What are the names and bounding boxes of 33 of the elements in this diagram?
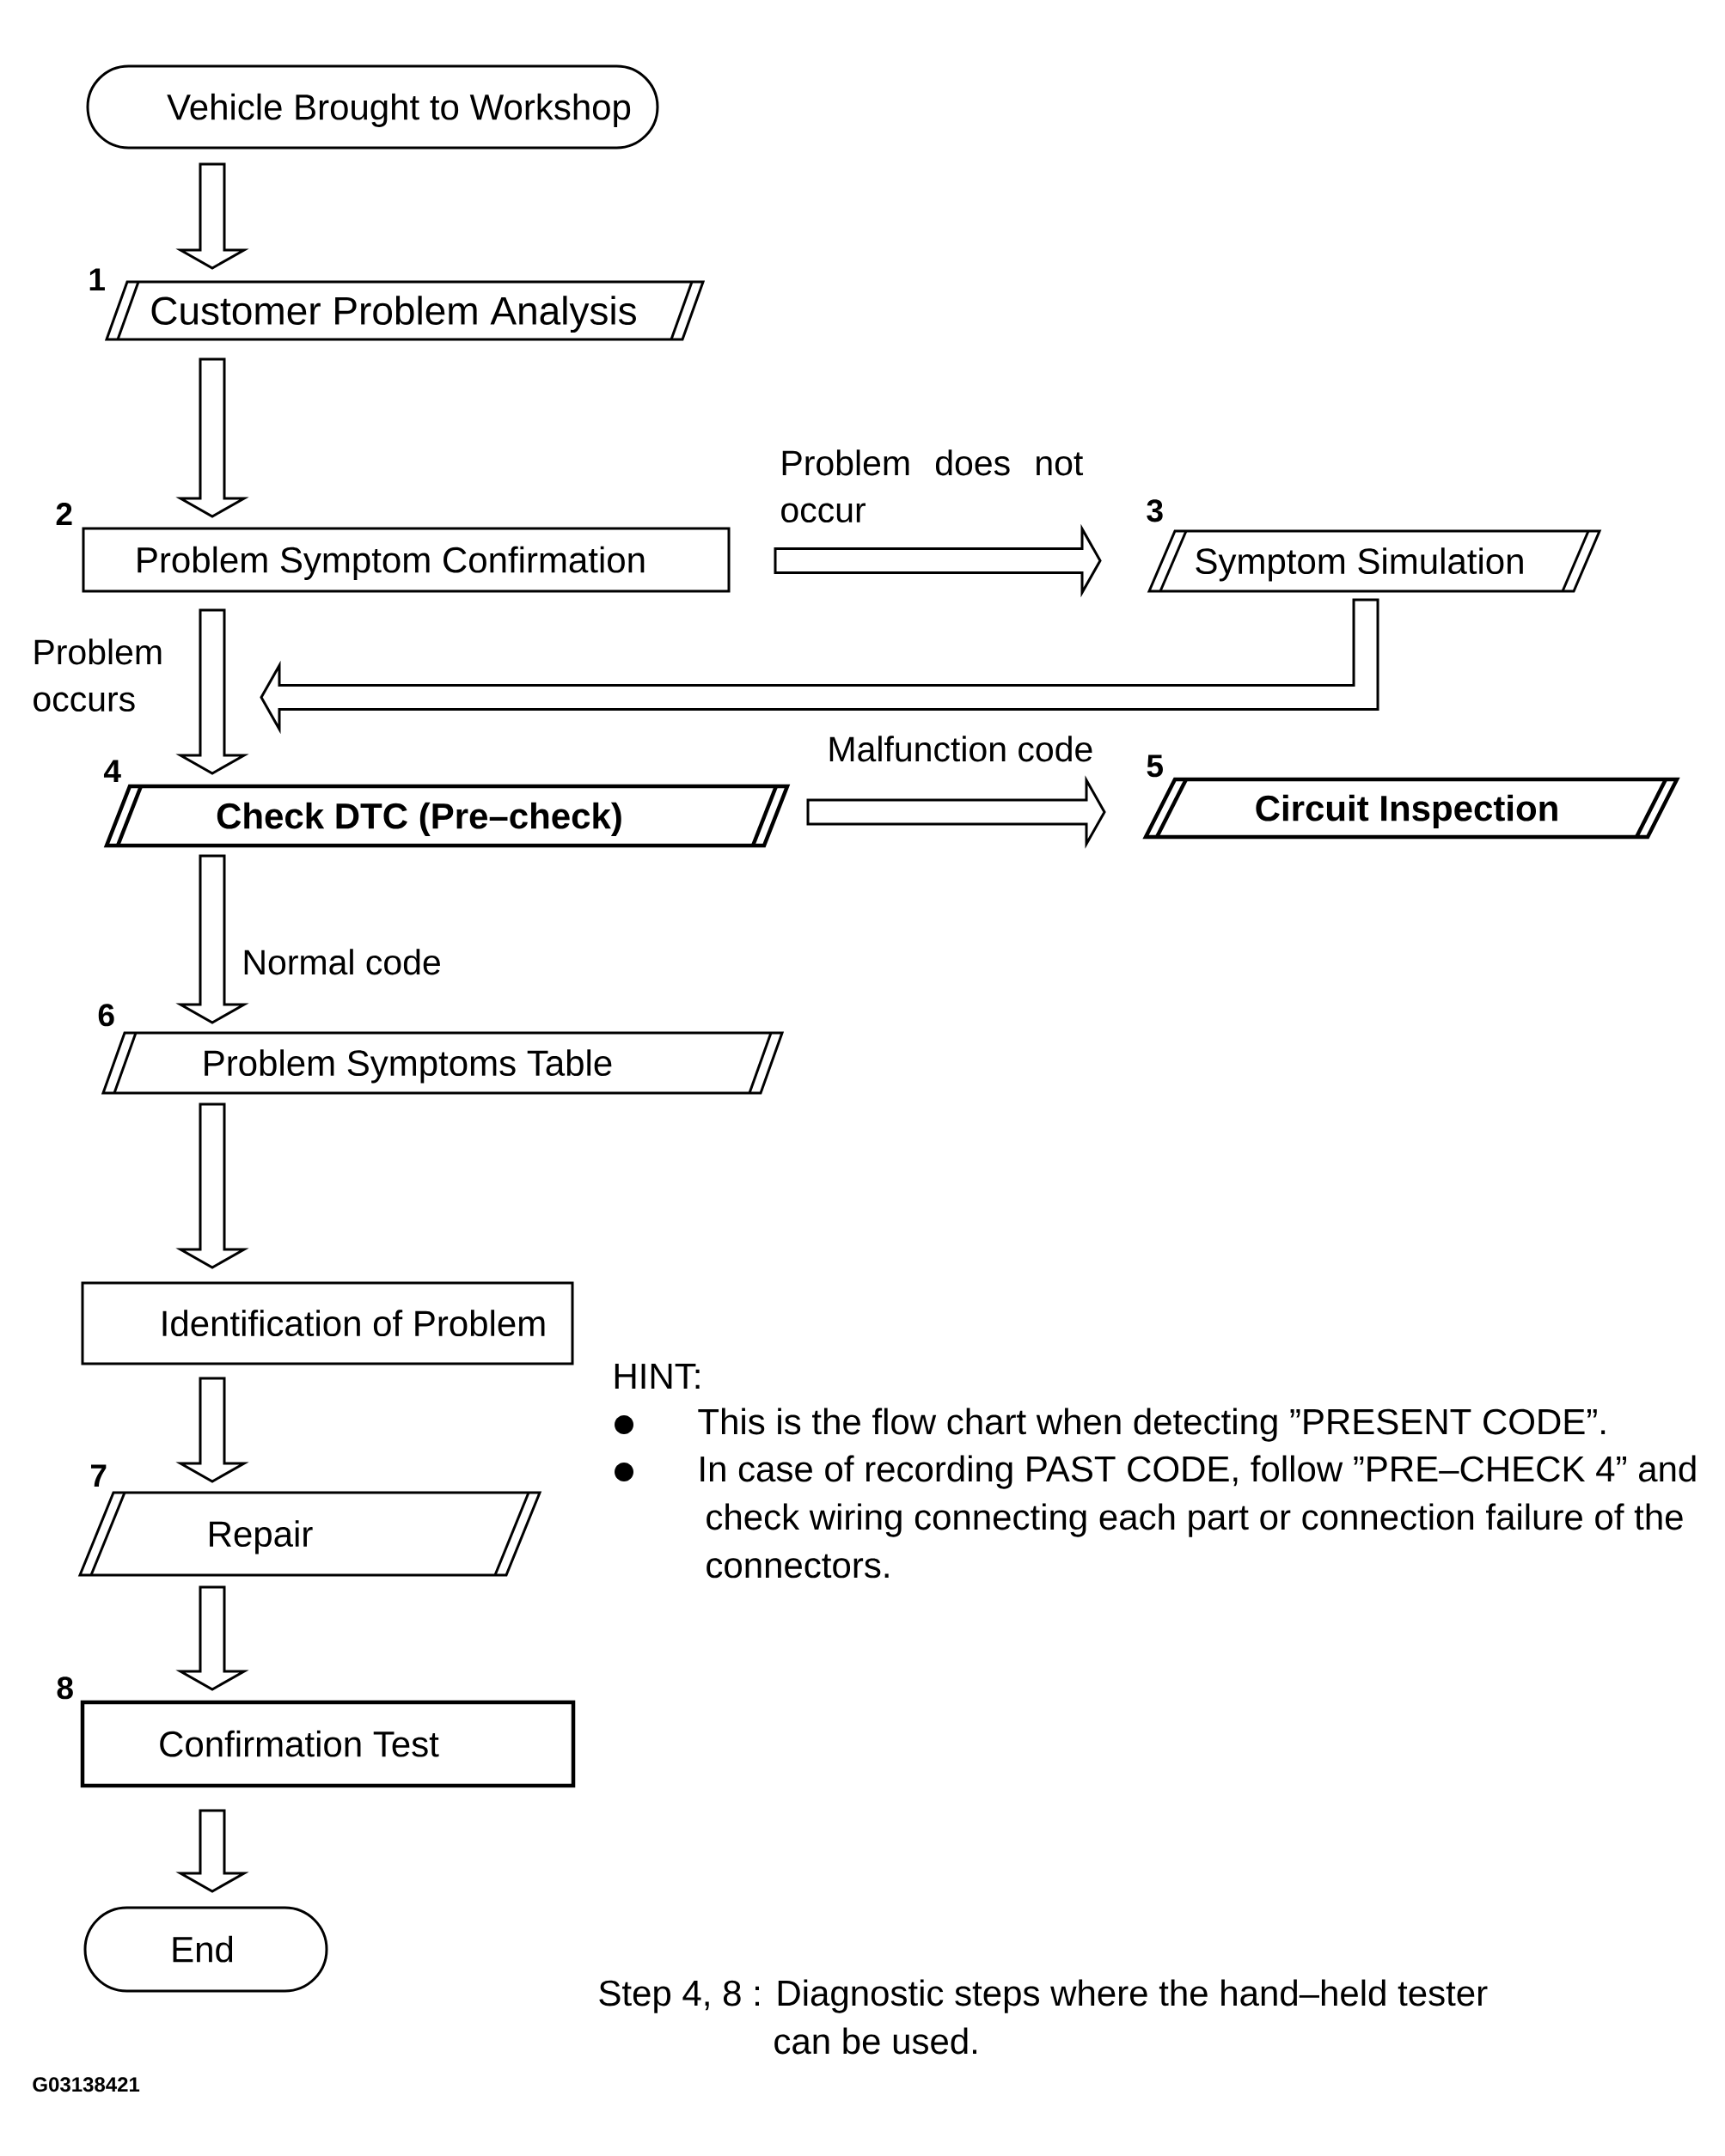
process-box: Problem Symptom Confirmation [82, 527, 731, 593]
figure-code: G03138421 [33, 2077, 140, 2092]
edge-label: Normal code [244, 949, 440, 975]
step-number: 2 [56, 503, 72, 525]
edge-label: Problem does not occur [781, 449, 1084, 523]
block-arrow [175, 162, 249, 270]
terminal-box: Vehicle Brought to Workshop [86, 64, 659, 150]
edge-label: Problem occurs [34, 638, 162, 712]
process-box: Identification of Problem [81, 1281, 574, 1365]
block-arrow [175, 608, 249, 775]
process-box: Confirmation Test [80, 1700, 576, 1788]
block-arrow [175, 1102, 249, 1269]
terminal-box: End [83, 1906, 328, 1993]
block-arrow [175, 1377, 249, 1483]
edge-label: Malfunction code [829, 736, 1092, 762]
hint-text: This is the flow chart when detecting ”PRESENT CODE”. [698, 1408, 1606, 1442]
block-arrow [774, 523, 1102, 598]
step-number: 3 [1147, 499, 1163, 522]
step-number: 4 [103, 760, 121, 782]
hint-heading: HINT: [615, 1364, 700, 1389]
block-arrow [175, 854, 249, 1024]
step-number: 1 [89, 268, 105, 290]
step-number: 5 [1147, 754, 1163, 778]
footnote-text: Step 4, 8 : Diagnostic steps where the hand–held tester can be used. [599, 1979, 1488, 2055]
step-number: 8 [57, 1677, 73, 1700]
hint-text: In case of recording PAST CODE, follow ”PRE–CHECK 4” and check wiring connecting each part or connection failure of the connectors. [700, 1455, 1696, 1579]
block-arrow [806, 775, 1106, 849]
step-number: 6 [98, 1004, 114, 1027]
block-arrow [175, 357, 249, 518]
step-number: 7 [91, 1464, 107, 1487]
block-arrow [260, 598, 1379, 735]
block-arrow [175, 1809, 249, 1893]
block-arrow [175, 1585, 249, 1691]
